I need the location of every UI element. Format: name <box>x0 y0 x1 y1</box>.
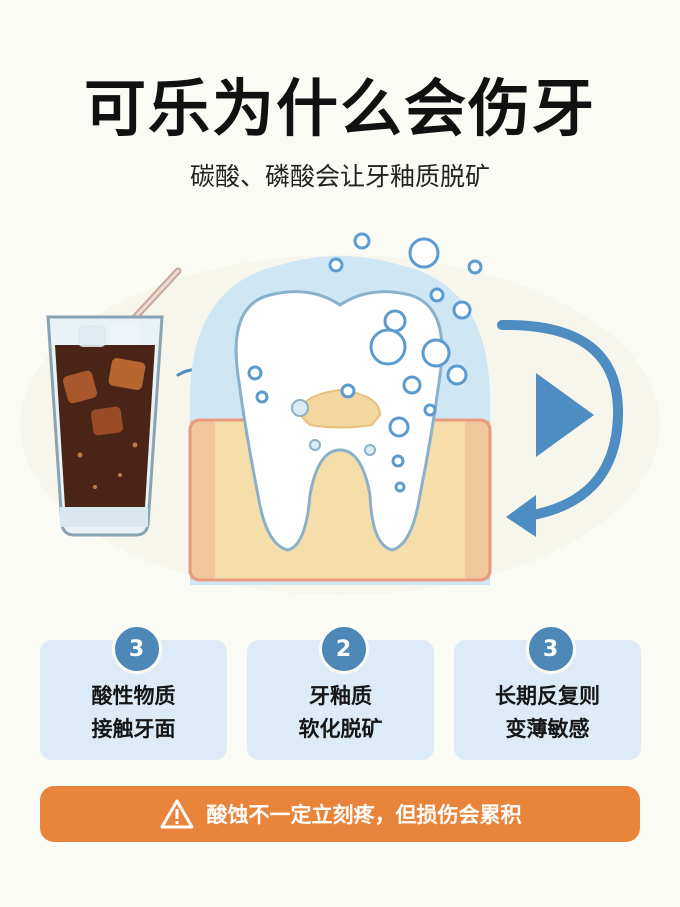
cola-glass-icon <box>46 267 182 537</box>
cycle-arrow-icon <box>497 319 624 537</box>
step-card-2: 2 牙釉质 软化脱矿 <box>247 624 434 760</box>
illustration <box>20 232 660 595</box>
page-title: 可乐为什么会伤牙 <box>83 72 596 145</box>
step-line: 牙釉质 <box>309 684 372 708</box>
play-icon <box>536 373 594 457</box>
step-line: 接触牙面 <box>91 717 176 741</box>
tooth-icon <box>188 256 492 585</box>
warning-triangle-icon <box>160 799 193 829</box>
warning-banner: 酸蚀不一定立刻疼，但损伤会累积 <box>40 786 640 842</box>
step-text: 牙釉质 软化脱矿 <box>247 680 434 746</box>
step-badge: 3 <box>111 624 162 674</box>
step-line: 变薄敏感 <box>505 717 590 741</box>
warning-text: 酸蚀不一定立刻疼，但损伤会累积 <box>206 803 522 827</box>
step-line: 酸性物质 <box>91 684 176 708</box>
step-badge: 3 <box>525 624 576 674</box>
step-line: 软化脱矿 <box>298 717 383 741</box>
step-text: 酸性物质 接触牙面 <box>40 680 227 746</box>
step-card-1: 3 酸性物质 接触牙面 <box>40 624 227 760</box>
step-line: 长期反复则 <box>495 684 600 708</box>
step-text: 长期反复则 变薄敏感 <box>454 680 641 746</box>
step-card-3: 3 长期反复则 变薄敏感 <box>454 624 641 760</box>
step-badge: 2 <box>318 624 369 674</box>
bubbles-icon <box>247 232 483 493</box>
page-subtitle: 碳酸、磷酸会让牙釉质脱矿 <box>189 162 490 191</box>
